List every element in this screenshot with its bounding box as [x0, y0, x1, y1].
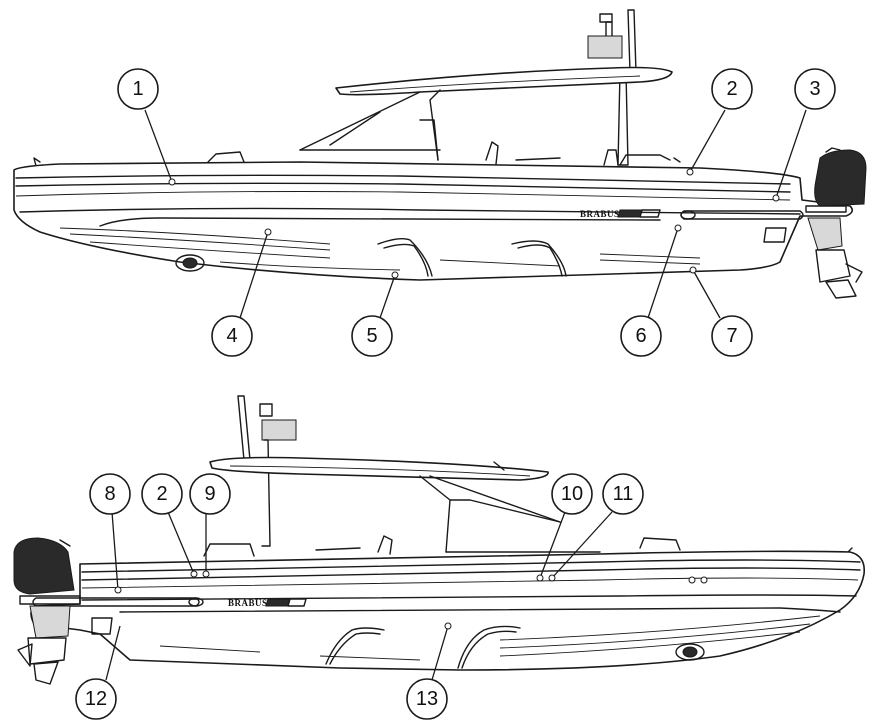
boat-top-view: BRABUS	[13, 9, 867, 299]
callout-9-label: 9	[204, 483, 215, 505]
callout-2-top-label: 2	[726, 78, 737, 100]
callout-2-bottom: 2	[141, 473, 183, 515]
callout-8: 8	[89, 473, 131, 515]
boat-bottom-view: BRABUS	[13, 395, 866, 685]
bottom-windshield	[419, 475, 601, 553]
top-brand-label: BRABUS	[580, 209, 620, 219]
bottom-brand-label: BRABUS	[228, 598, 268, 608]
callout-10-label: 10	[561, 483, 583, 505]
callout-11: 11	[602, 473, 644, 515]
callout-12: 12	[75, 678, 117, 720]
callout-2-bottom-label: 2	[156, 483, 167, 505]
callout-10: 10	[551, 473, 593, 515]
callout-8-label: 8	[104, 483, 115, 505]
callout-4-label: 4	[226, 325, 237, 347]
callout-4: 4	[211, 315, 253, 357]
callout-7-label: 7	[726, 325, 737, 347]
top-hull-strakes	[59, 227, 701, 271]
bottom-t-top	[209, 395, 549, 547]
callout-7: 7	[711, 315, 753, 357]
point-markers	[114, 168, 780, 630]
callout-9: 9	[189, 473, 231, 515]
top-hull-vents	[377, 237, 567, 277]
top-windshield	[299, 89, 441, 161]
callout-13-label: 13	[416, 688, 438, 710]
callout-11-label: 11	[613, 483, 634, 505]
callout-5-label: 5	[366, 325, 377, 347]
callout-1: 1	[117, 68, 159, 110]
top-t-top	[335, 9, 673, 166]
bottom-hull-strakes	[159, 615, 821, 661]
bottom-deck-items	[203, 535, 853, 557]
callout-13: 13	[406, 678, 448, 720]
top-deck-items	[33, 141, 681, 167]
top-outboard-engine	[805, 147, 867, 299]
leader-lines	[105, 109, 807, 681]
callout-6: 6	[620, 315, 662, 357]
callout-3: 3	[794, 68, 836, 110]
callout-5: 5	[351, 315, 393, 357]
callout-6-label: 6	[635, 325, 646, 347]
callout-12-label: 12	[85, 688, 107, 710]
callout-1-label: 1	[132, 78, 143, 100]
bottom-outboard-engine	[13, 537, 81, 685]
bottom-hull-vents	[325, 625, 521, 669]
callout-2-top: 2	[711, 68, 753, 110]
bottom-porthole	[675, 643, 705, 661]
top-hull	[13, 161, 854, 281]
top-porthole	[175, 254, 205, 272]
callout-3-label: 3	[809, 78, 820, 100]
